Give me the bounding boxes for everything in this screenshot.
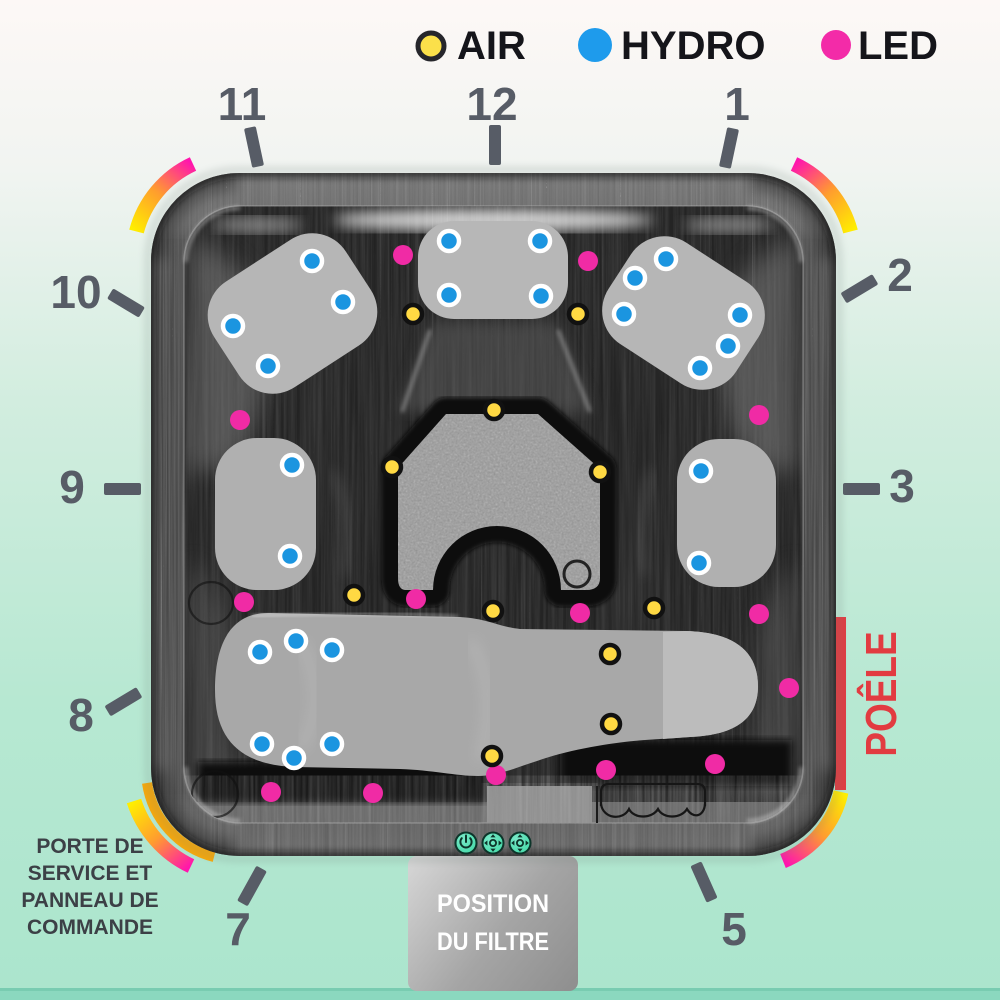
- svg-text:POÊLE: POÊLE: [856, 631, 906, 756]
- svg-text:POSITION: POSITION: [437, 890, 549, 918]
- svg-text:5: 5: [721, 903, 747, 955]
- svg-text:1: 1: [724, 78, 750, 130]
- svg-text:2: 2: [887, 249, 913, 301]
- svg-text:11: 11: [218, 78, 267, 130]
- svg-text:8: 8: [68, 689, 94, 741]
- svg-text:LED: LED: [858, 24, 938, 68]
- svg-text:PANNEAU DE: PANNEAU DE: [21, 889, 158, 912]
- svg-text:3: 3: [889, 460, 915, 512]
- svg-text:HYDRO: HYDRO: [621, 24, 765, 68]
- svg-text:AIR: AIR: [457, 24, 526, 68]
- svg-text:7: 7: [225, 903, 251, 955]
- svg-text:PORTE DE: PORTE DE: [36, 835, 143, 858]
- svg-text:COMMANDE: COMMANDE: [27, 916, 153, 939]
- svg-text:12: 12: [466, 78, 517, 130]
- svg-text:SERVICE ET: SERVICE ET: [28, 862, 153, 885]
- svg-text:9: 9: [59, 461, 85, 513]
- svg-text:10: 10: [50, 266, 101, 318]
- svg-text:DU FILTRE: DU FILTRE: [437, 928, 549, 956]
